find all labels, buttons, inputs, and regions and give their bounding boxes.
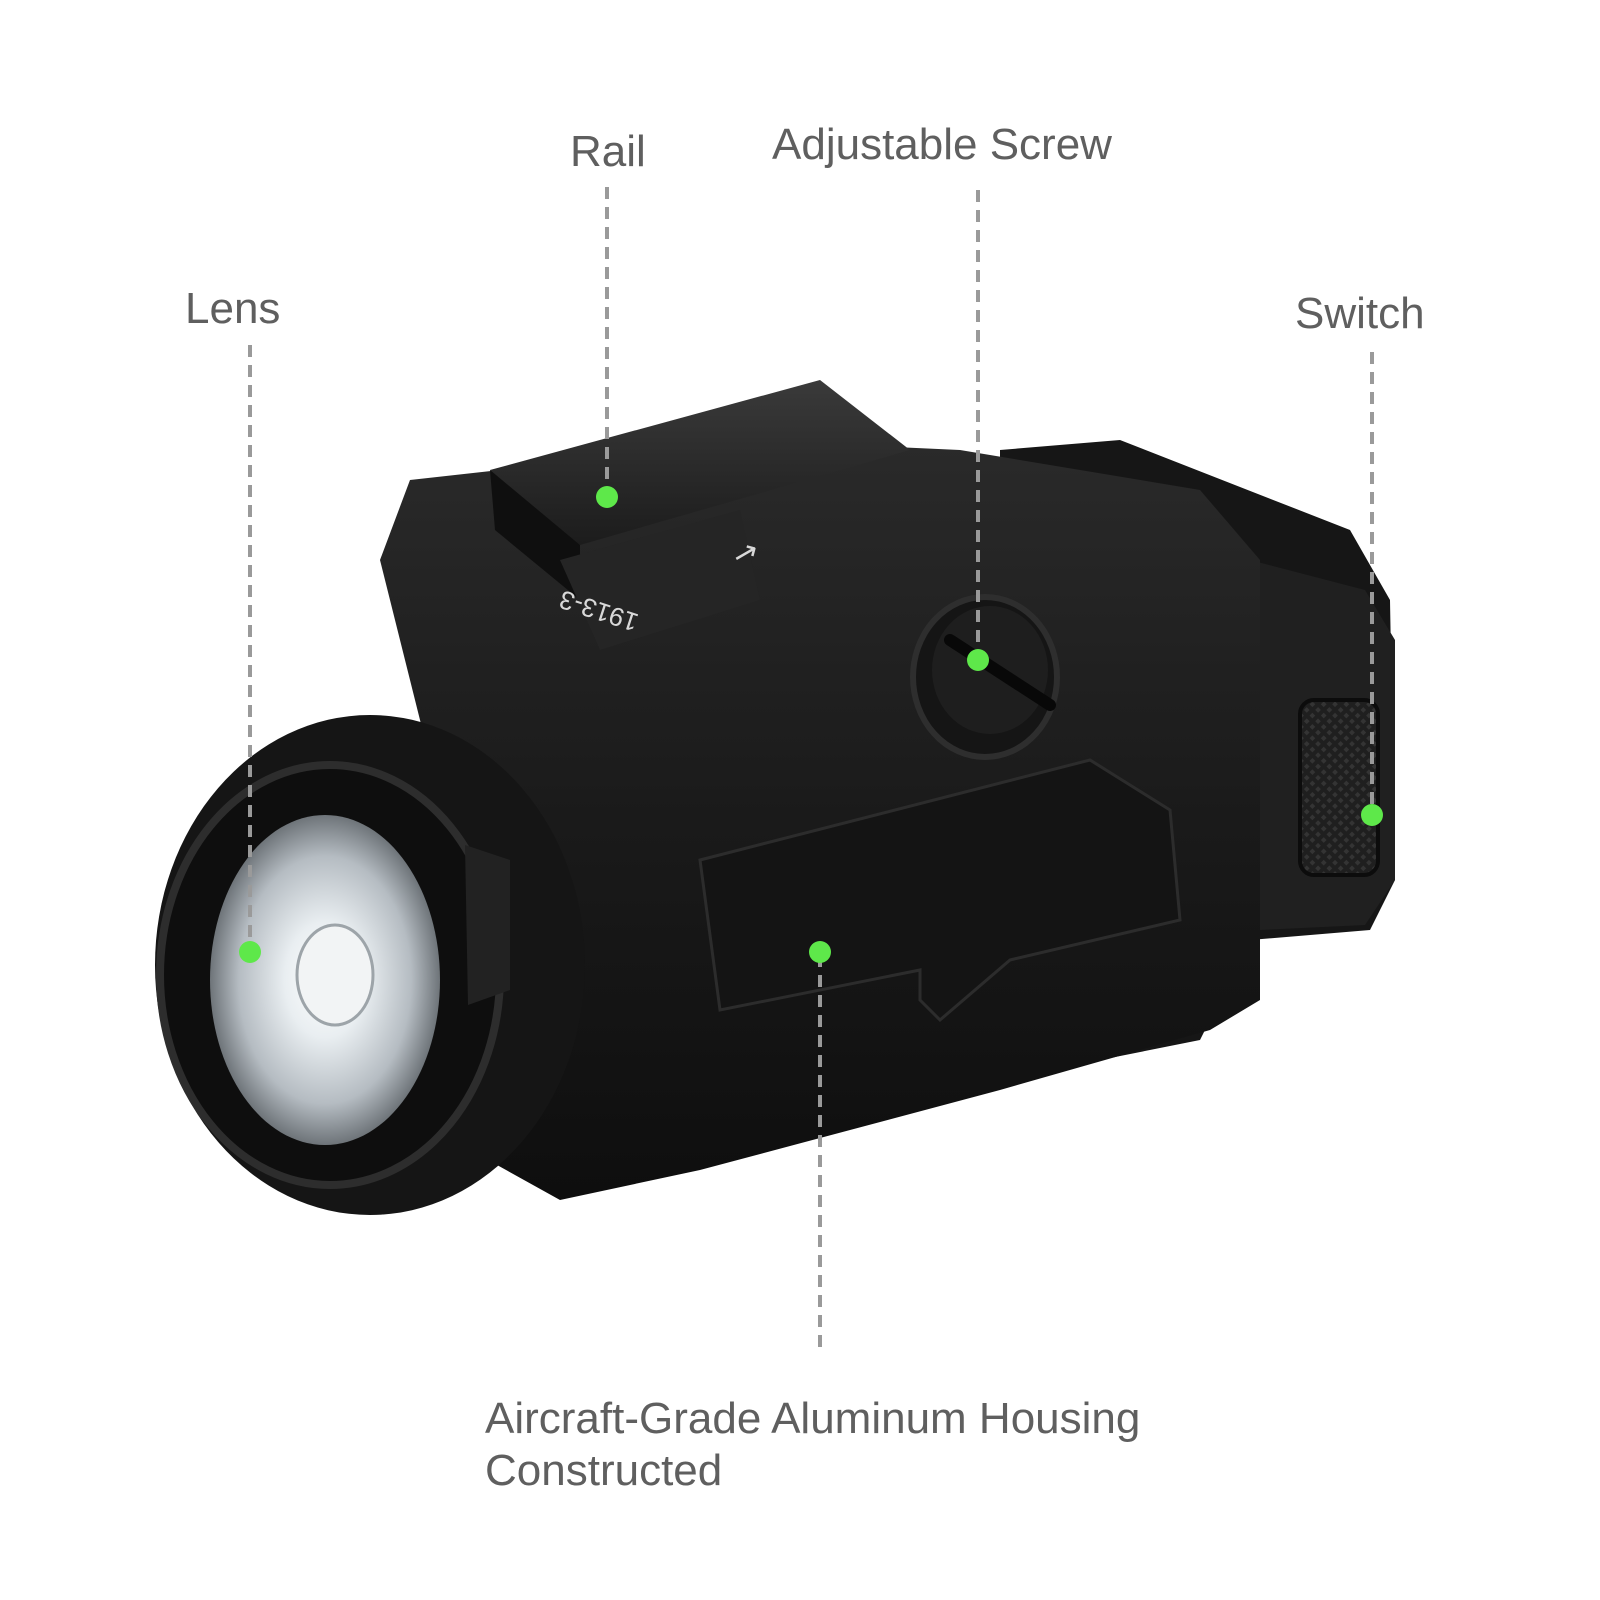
marker-screw: [967, 649, 989, 671]
rail-side: [490, 470, 580, 600]
label-adjustable-screw: Adjustable Screw: [772, 120, 1112, 169]
label-lens: Lens: [185, 284, 281, 333]
switch-body: [1298, 698, 1380, 877]
marker-housing: [809, 941, 831, 963]
label-housing: Aircraft-Grade Aluminum Housing Construc…: [485, 1394, 1141, 1495]
label-rail: Rail: [570, 127, 646, 176]
screw-slot: [944, 634, 1056, 711]
led-emitter: [295, 923, 375, 1027]
rail-slot: [560, 510, 760, 650]
marker-switch: [1361, 804, 1383, 826]
label-switch: Switch: [1295, 289, 1425, 338]
marker-rail: [596, 486, 618, 508]
rail-top: [490, 380, 910, 545]
marker-lens: [239, 941, 261, 963]
leader-lines: [248, 187, 1374, 1355]
